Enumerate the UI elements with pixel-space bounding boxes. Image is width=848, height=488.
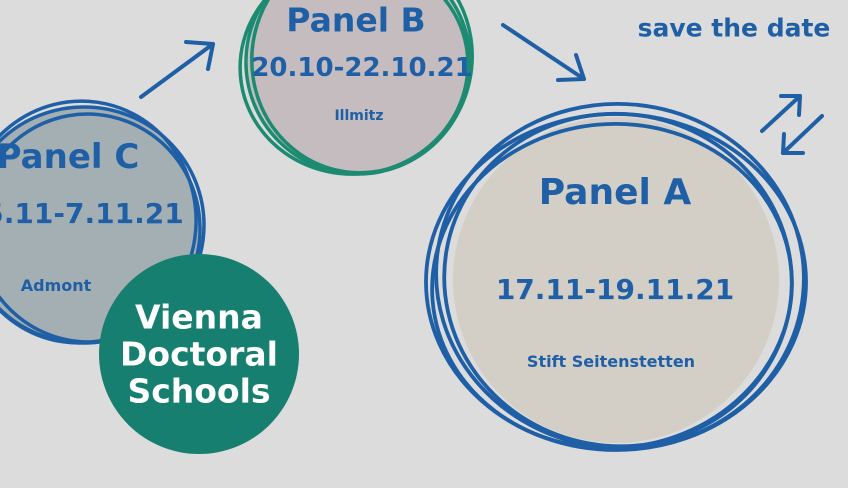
panel-b-circle — [238, 0, 474, 176]
arrow-b-to-a-icon — [501, 23, 586, 82]
arrow-c-to-b-icon — [139, 40, 215, 99]
vds-logo-circle — [99, 254, 299, 454]
panel-a-location: Stift Seitenstetten — [526, 352, 696, 371]
panel-b-fill — [248, 0, 468, 172]
vds-logo-text: Vienna Doctoral Schools — [99, 299, 299, 410]
panel-c-title: Panel C — [0, 137, 140, 177]
panel-a-dates: 17.11-19.11.21 — [495, 273, 735, 306]
panel-b-title: Panel B — [286, 0, 426, 40]
panel-a-fill — [453, 117, 779, 443]
panel-a-title: Panel A — [538, 172, 692, 213]
panel-b-dates: 20.10-22.10.21 — [251, 53, 473, 83]
save-the-date-heading: save the date — [637, 13, 831, 43]
panel-c-location: Admont — [20, 276, 92, 295]
vds-logo-line-3: Schools — [127, 371, 271, 411]
vds-logo-line-1: Vienna — [135, 297, 263, 337]
vds-logo-line-2: Doctoral — [120, 334, 278, 374]
panel-b-location: Illmitz — [334, 108, 384, 124]
panel-c-dates: 5.11-7.11.21 — [0, 197, 184, 230]
panel-a-circle — [424, 101, 808, 452]
swap-arrows-icon — [760, 94, 824, 155]
